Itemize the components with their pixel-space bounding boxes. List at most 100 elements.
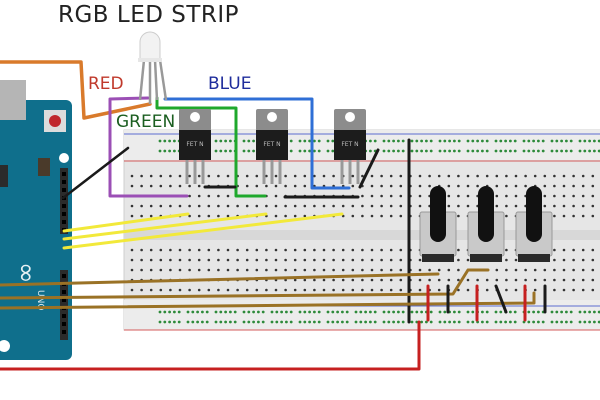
potentiometer[interactable] (419, 186, 457, 262)
rail-hole (588, 310, 591, 314)
rail-hole (369, 149, 372, 153)
rail-hole (205, 310, 209, 314)
breadboard-hole (255, 288, 259, 292)
rail-hole (457, 139, 461, 143)
breadboard-hole (197, 288, 201, 292)
rail-hole (578, 320, 582, 324)
breadboard-hole (581, 174, 585, 178)
breadboard-hole (399, 204, 403, 208)
breadboard-hole (533, 268, 537, 272)
rail-hole (532, 149, 535, 153)
breadboard-hole (418, 258, 422, 262)
potentiometer[interactable] (467, 186, 505, 262)
header-pin (62, 330, 66, 334)
breadboard-hole (572, 184, 575, 188)
rail-hole (387, 139, 391, 143)
rail-hole (229, 320, 232, 324)
breadboard-hole (476, 184, 479, 188)
breadboard-hole (447, 184, 451, 188)
breadboard-hole (466, 278, 470, 282)
breadboard-hole (361, 204, 364, 208)
breadboard-hole (217, 248, 220, 252)
breadboard-hole (399, 184, 403, 188)
rail-hole (527, 320, 531, 324)
header-pin (62, 180, 66, 184)
rail-hole (569, 139, 573, 143)
breadboard-hole (284, 258, 287, 262)
rail-hole (550, 139, 554, 143)
breadboard-hole (553, 214, 556, 218)
rail-hole (331, 149, 335, 153)
breadboard-hole (361, 194, 364, 198)
rail-hole (326, 149, 330, 153)
rail-hole (401, 139, 405, 143)
breadboard-hole (553, 248, 556, 252)
rail-hole (513, 320, 517, 324)
rail-hole (593, 139, 596, 143)
rail-hole (565, 310, 568, 314)
rail-hole (438, 139, 442, 143)
rail-hole (257, 320, 260, 324)
rail-hole (354, 320, 358, 324)
rail-hole (224, 320, 228, 324)
breadboard-hole (149, 268, 153, 272)
rail-hole (242, 139, 246, 143)
breadboard-hole (428, 268, 431, 272)
potentiometer[interactable] (515, 186, 553, 262)
breadboard-hole (553, 278, 556, 282)
breadboard-hole (341, 278, 345, 282)
rail-hole (448, 320, 451, 324)
breadboard-hole (265, 248, 268, 252)
breadboard-hole (293, 174, 297, 178)
breadboard-hole (274, 248, 278, 252)
rail-hole (481, 320, 484, 324)
breadboard-hole (505, 248, 508, 252)
rail-hole (476, 139, 479, 143)
breadboard-hole (130, 184, 134, 188)
breadboard-hole (207, 214, 211, 218)
breadboard-hole (361, 214, 364, 218)
rail-hole (471, 139, 475, 143)
breadboard-hole (341, 258, 345, 262)
breadboard-hole (399, 174, 403, 178)
breadboard-hole (380, 258, 383, 262)
rail-hole (289, 320, 293, 324)
rail-hole (270, 320, 274, 324)
rail-hole (326, 320, 330, 324)
rail-hole (425, 149, 428, 153)
breadboard-hole (553, 258, 556, 262)
rail-hole (569, 149, 573, 153)
breadboard-hole (188, 288, 191, 292)
breadboard-hole (505, 288, 508, 292)
rail-hole (537, 139, 540, 143)
breadboard-hole (370, 184, 374, 188)
breadboard-hole (524, 268, 527, 272)
rail-hole (555, 320, 559, 324)
rail-hole (331, 310, 335, 314)
breadboard-hole (140, 268, 143, 272)
rail-hole (289, 310, 293, 314)
yellow-wire-10 (62, 212, 268, 241)
breadboard-hole (303, 174, 307, 178)
rail-hole (224, 139, 228, 143)
breadboard-hole (562, 288, 566, 292)
rail-hole (252, 149, 256, 153)
breadboard-hole (495, 204, 499, 208)
rail-hole (555, 149, 559, 153)
rail-hole (420, 310, 423, 314)
rail-hole (438, 320, 442, 324)
rail-hole (397, 320, 400, 324)
breadboard-hole (495, 278, 499, 282)
rail-hole (401, 149, 405, 153)
rail-hole (443, 139, 447, 143)
rail-hole (560, 139, 563, 143)
rail-hole (364, 310, 367, 314)
rail-hole (177, 320, 181, 324)
rail-hole (457, 310, 461, 314)
breadboard-hole (322, 278, 326, 282)
rail-hole (317, 320, 321, 324)
breadboard-hole (255, 268, 259, 272)
rail-hole (578, 310, 582, 314)
rail-hole (308, 320, 311, 324)
rail-hole (494, 149, 498, 153)
